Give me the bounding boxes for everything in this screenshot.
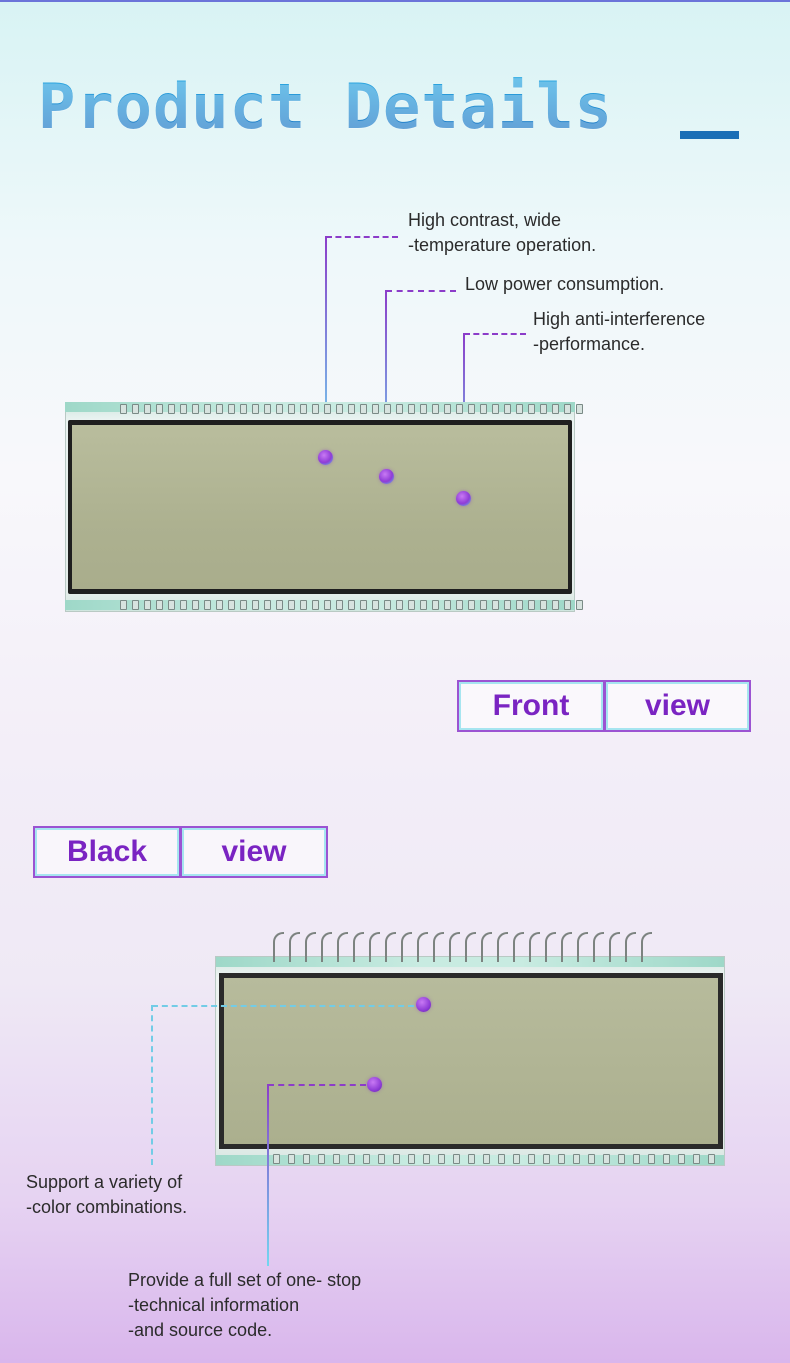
- lcd-front-glass: [72, 425, 568, 589]
- callout-dot-1: [318, 450, 333, 465]
- leader-line-2h: [386, 290, 456, 292]
- lcd-back-bottom-pins: [273, 1154, 715, 1164]
- lcd-front-view-image: [65, 402, 583, 612]
- page-title: Product Details: [38, 70, 613, 143]
- callout-high-contrast: High contrast, wide -temperature operati…: [408, 210, 597, 255]
- back-tag-word2: view: [180, 826, 328, 878]
- callout-anti-interference: High anti-interference -performance.: [533, 309, 706, 354]
- lcd-front-screen: [68, 420, 572, 594]
- callout-dot-5: [367, 1077, 382, 1092]
- top-accent-line: [0, 0, 790, 2]
- lcd-back-screen: [219, 973, 723, 1149]
- front-view-tag: Front view: [457, 680, 751, 732]
- lcd-front-bottom-edge: [65, 600, 575, 610]
- callout-dot-3: [456, 491, 471, 506]
- lcd-back-frame: [215, 956, 725, 1166]
- lcd-front-top-edge: [65, 402, 575, 412]
- callout-color-combinations: Support a variety of -color combinations…: [26, 1172, 188, 1217]
- leader-line-3h: [464, 333, 526, 335]
- callout-dot-4: [416, 997, 431, 1012]
- leader-line-4h: [152, 1005, 414, 1007]
- back-view-tag: Black view: [33, 826, 328, 878]
- callout-dot-2: [379, 469, 394, 484]
- front-tag-word2: view: [604, 680, 751, 732]
- title-decoration-bar: [680, 131, 739, 139]
- callout-technical-info: Provide a full set of one- stop -technic…: [128, 1270, 362, 1340]
- callout-low-power: Low power consumption.: [465, 274, 665, 294]
- back-tag-word1: Black: [33, 826, 181, 878]
- leader-line-1h: [326, 236, 398, 238]
- lcd-back-view-image: [215, 932, 725, 1172]
- leader-line-1v: [325, 236, 327, 454]
- leader-line-4v: [151, 1005, 153, 1165]
- lcd-back-glass: [224, 978, 718, 1144]
- lcd-front-bottom-pins: [120, 600, 583, 610]
- leader-line-5v: [267, 1084, 269, 1266]
- leader-line-2v: [385, 290, 387, 474]
- lcd-front-top-pins: [120, 404, 583, 414]
- leader-line-5h: [268, 1084, 366, 1086]
- front-tag-word1: Front: [457, 680, 605, 732]
